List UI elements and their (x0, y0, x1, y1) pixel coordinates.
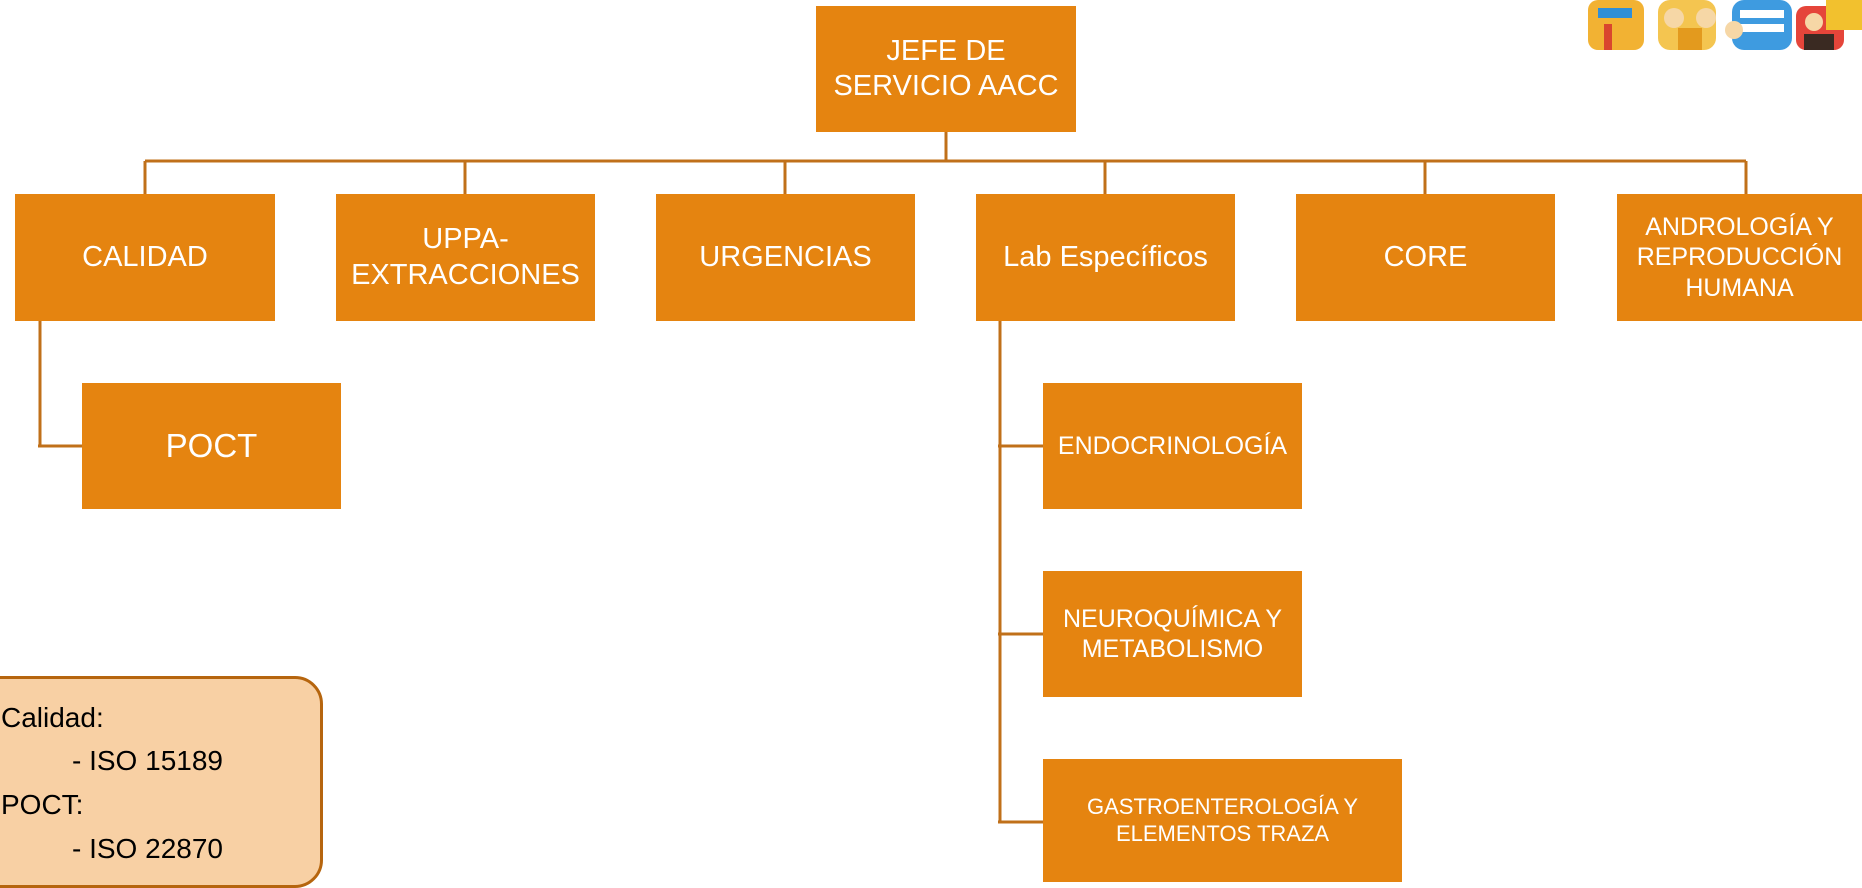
node-andrologia-line-3: HUMANA (1685, 273, 1794, 302)
node-jefe-line-2: SERVICIO AACC (833, 70, 1059, 102)
node-andrologia-line-2: REPRODUCCIÓN (1636, 243, 1843, 272)
node-core-label: CORE (1383, 240, 1468, 273)
node-endocrinologia: ENDOCRINOLOGÍA (1043, 383, 1302, 509)
node-gastro-line-2: ELEMENTOS TRAZA (1115, 820, 1330, 846)
node-calidad: CALIDAD (15, 194, 275, 321)
node-andrologia: ANDROLOGÍA Y REPRODUCCIÓN HUMANA (1617, 194, 1862, 321)
node-uppa-line-2: EXTRACCIONES (351, 258, 580, 291)
node-gastroenterologia: GASTROENTEROLOGÍA Y ELEMENTOS TRAZA (1043, 759, 1402, 882)
node-gastro-line-1: GASTROENTEROLOGÍA Y (1087, 793, 1358, 819)
node-urgencias: URGENCIAS (656, 194, 915, 321)
note-calidad-heading: Calidad: (1, 702, 104, 733)
node-calidad-label: CALIDAD (82, 240, 208, 273)
node-uppa-extracciones: UPPA- EXTRACCIONES (336, 194, 595, 321)
node-neuroquimica: NEUROQUÍMICA Y METABOLISMO (1043, 571, 1302, 697)
note-poct-heading: POCT: (1, 789, 84, 820)
node-core: CORE (1296, 194, 1555, 321)
note-iso-22870: - ISO 22870 (72, 833, 223, 864)
node-endocrinologia-label: ENDOCRINOLOGÍA (1057, 431, 1288, 460)
note-iso-15189: - ISO 15189 (72, 745, 223, 776)
node-uppa-line-1: UPPA- (422, 223, 509, 256)
node-neuroquimica-line-2: METABOLISMO (1081, 635, 1264, 663)
node-lab-especificos-label: Lab Específicos (1003, 240, 1208, 273)
node-neuroquimica-line-1: NEUROQUÍMICA Y (1062, 604, 1283, 633)
node-lab-especificos: Lab Específicos (976, 194, 1235, 321)
standards-note-box: Calidad: - ISO 15189 POCT: - ISO 22870 (0, 676, 323, 888)
node-urgencias-label: URGENCIAS (699, 240, 872, 273)
node-jefe-line-1: JEFE DE (886, 34, 1006, 67)
children-clipart-image (1582, 0, 1862, 50)
node-jefe-de-servicio: JEFE DE SERVICIO AACC (816, 6, 1076, 132)
node-andrologia-line-1: ANDROLOGÍA Y (1645, 212, 1834, 241)
node-poct-label: POCT (165, 426, 258, 464)
node-poct: POCT (82, 383, 341, 509)
